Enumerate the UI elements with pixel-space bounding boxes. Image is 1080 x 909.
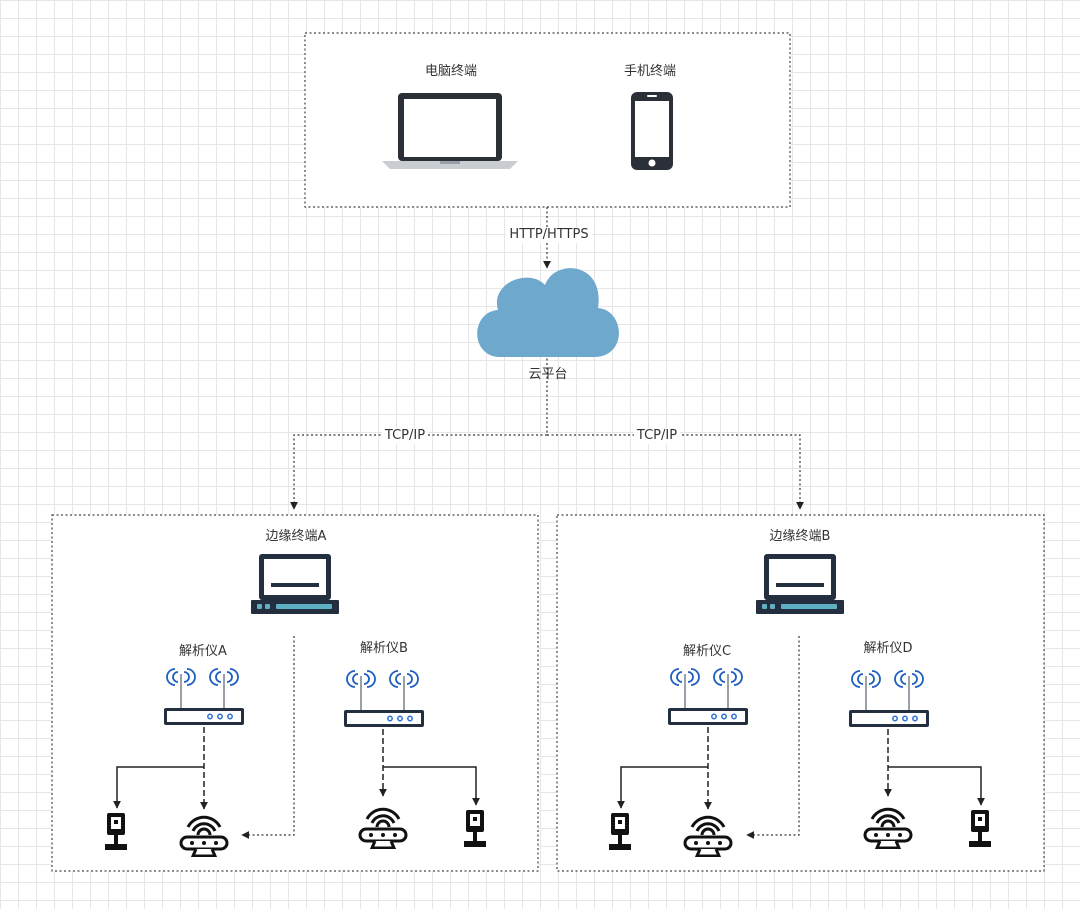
top-terminal-box bbox=[304, 32, 791, 208]
edge-terminal-a-label: 边缘终端A bbox=[265, 529, 327, 544]
smartphone-icon bbox=[631, 92, 673, 170]
edge-b-to-wifi-connector bbox=[746, 636, 800, 839]
analyzer-a-label: 解析仪A bbox=[179, 644, 227, 659]
right-protocol-label: TCP/IP bbox=[633, 428, 681, 444]
edge-terminal-b-icon bbox=[756, 554, 844, 614]
analyzer-b-label: 解析仪B bbox=[360, 641, 408, 656]
phone-terminal-label: 手机终端 bbox=[623, 64, 677, 79]
camera-icon bbox=[464, 810, 486, 847]
http-protocol-label: HTTP/HTTPS bbox=[506, 227, 592, 243]
analyzer-d-to-camera-connector bbox=[888, 766, 985, 806]
cloud-to-edge-b-connector bbox=[547, 434, 804, 510]
analyzer-b-to-camera-connector bbox=[383, 766, 480, 806]
left-protocol-label: TCP/IP bbox=[381, 428, 429, 444]
edge-terminal-a-icon bbox=[251, 554, 339, 614]
edge-a-to-wifi-connector bbox=[241, 636, 295, 839]
analyzer-c-label: 解析仪C bbox=[682, 644, 732, 659]
camera-icon bbox=[969, 810, 991, 847]
laptop-icon bbox=[382, 93, 518, 169]
camera-icon bbox=[609, 813, 631, 850]
edge-terminal-b-label: 边缘终端B bbox=[769, 529, 831, 544]
cloud-icon bbox=[477, 268, 619, 357]
pc-terminal-label: 电脑终端 bbox=[424, 64, 478, 79]
analyzer-d-label: 解析仪D bbox=[863, 641, 913, 656]
analyzer-a-to-camera-connector bbox=[113, 766, 204, 809]
analyzer-c-to-camera-connector bbox=[617, 766, 708, 809]
camera-icon bbox=[105, 813, 127, 850]
cloud-platform-label: 云平台 bbox=[528, 367, 568, 382]
